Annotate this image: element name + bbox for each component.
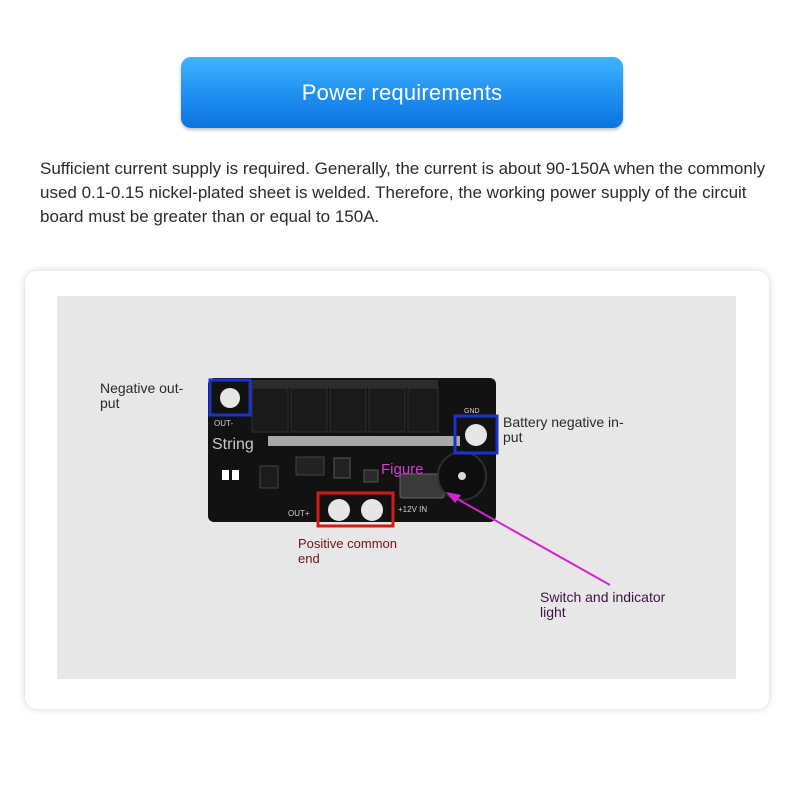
callout-negative-output: Negative out- put [100, 381, 183, 411]
positive-pad [328, 499, 350, 521]
battery-negative-pad [465, 424, 487, 446]
section-title-banner: Power requirements [181, 57, 623, 128]
output-negative-pad [220, 388, 240, 408]
callout-switch-indicator-line2: light [540, 604, 566, 620]
round-terminal-dot [458, 472, 466, 480]
callout-positive-common: Positive common end [298, 536, 397, 566]
board-overlay-figure: Figure [381, 461, 424, 478]
positive-pad [361, 499, 383, 521]
callout-switch-indicator: Switch and indicator light [540, 590, 665, 620]
silkscreen-out-minus: OUT- [214, 419, 233, 428]
chip [333, 457, 351, 479]
board-overlay-string: String [212, 436, 254, 453]
section-title: Power requirements [301, 79, 503, 105]
callout-battery-negative-line2: put [503, 429, 523, 445]
callout-positive-common-line2: end [298, 551, 320, 566]
switch-indicator-arrow-line [451, 495, 611, 586]
callout-battery-negative-line1: Battery negative in- [503, 414, 624, 430]
switch-indicator-arrow-head [446, 492, 461, 503]
chip [295, 456, 325, 476]
mosfet [329, 387, 367, 433]
chip [363, 469, 379, 483]
silkscreen-out-plus: OUT+ [288, 509, 310, 518]
callout-switch-indicator-line1: Switch and indicator [540, 589, 666, 605]
positive-common-highlight [316, 491, 395, 528]
capacitor [222, 470, 229, 480]
mosfet-heatsink-strip [250, 380, 438, 388]
mosfet [290, 387, 328, 433]
mosfet [368, 387, 406, 433]
battery-negative-highlight [453, 414, 499, 455]
chip [259, 465, 279, 489]
silkscreen-gnd: GND [464, 408, 480, 415]
callout-negative-output-line1: Negative out- [100, 380, 184, 396]
silkscreen-12v-in: +12V IN [398, 505, 427, 514]
intro-paragraph: Sufficient current supply is required. G… [40, 159, 766, 226]
callout-battery-negative: Battery negative in- put [503, 415, 624, 445]
negative-output-highlight [208, 378, 252, 417]
mosfet [251, 387, 289, 433]
bus-bar [268, 436, 460, 446]
mosfet-row [251, 387, 439, 433]
capacitor [232, 470, 239, 480]
callout-negative-output-line2: put [100, 395, 120, 411]
callout-positive-common-line1: Positive common [298, 536, 397, 551]
mosfet [407, 387, 439, 433]
